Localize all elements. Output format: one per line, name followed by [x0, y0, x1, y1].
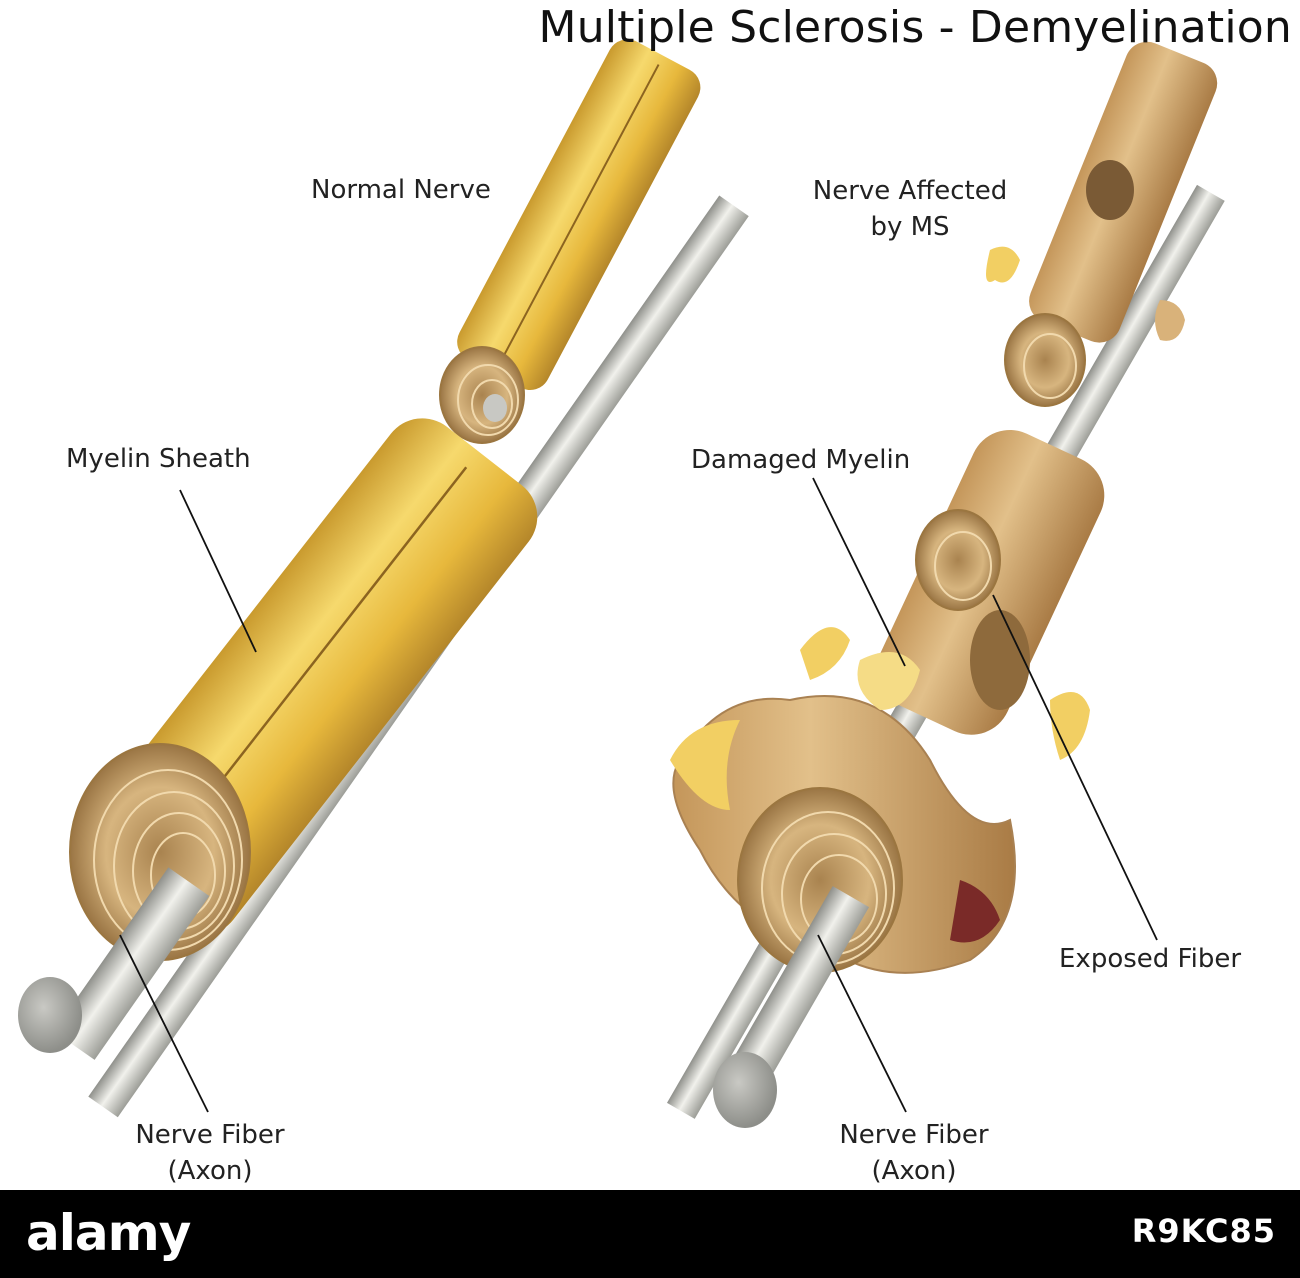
label-normal-nerve: Normal Nerve — [311, 172, 491, 208]
diagram-title: Multiple Sclerosis - Demyelination — [539, 2, 1292, 53]
leader-myelin-sheath — [180, 490, 256, 652]
label-nerve-fiber-left-line2: (Axon) — [120, 1153, 300, 1189]
diagram-canvas: Multiple Sclerosis - Demyelination Norma… — [0, 0, 1300, 1190]
leader-exposed-fiber — [993, 595, 1157, 940]
image-id: R9KC85 — [1132, 1212, 1276, 1250]
label-damaged-myelin: Damaged Myelin — [691, 442, 910, 478]
affected-axon-cut-end — [713, 1052, 777, 1128]
normal-upper-myelin-segment — [450, 32, 707, 397]
label-nerve-affected: Nerve Affected by MS — [798, 173, 1022, 245]
label-nerve-fiber-right: Nerve Fiber (Axon) — [824, 1117, 1004, 1189]
brand-logo: alamy — [26, 1204, 190, 1262]
label-exposed-fiber: Exposed Fiber — [1059, 941, 1241, 977]
normal-upper-myelin-end — [440, 347, 524, 443]
label-myelin-sheath: Myelin Sheath — [66, 441, 251, 477]
myelin-flake — [986, 247, 1020, 283]
affected-top-hole — [1086, 160, 1134, 220]
nerve-illustration — [0, 0, 1300, 1190]
normal-axon-cut-end — [18, 977, 82, 1053]
stock-footer-bar: alamy R9KC85 — [0, 1190, 1300, 1278]
myelin-flake — [1155, 300, 1185, 341]
affected-exposed-hole — [970, 610, 1030, 710]
myelin-flake — [800, 627, 850, 680]
label-nerve-fiber-left-line1: Nerve Fiber — [120, 1117, 300, 1153]
label-nerve-fiber-left: Nerve Fiber (Axon) — [120, 1117, 300, 1189]
label-nerve-affected-line1: Nerve Affected — [798, 173, 1022, 209]
label-nerve-fiber-right-line1: Nerve Fiber — [824, 1117, 1004, 1153]
label-nerve-fiber-right-line2: (Axon) — [824, 1153, 1004, 1189]
label-nerve-affected-line2: by MS — [798, 209, 1022, 245]
